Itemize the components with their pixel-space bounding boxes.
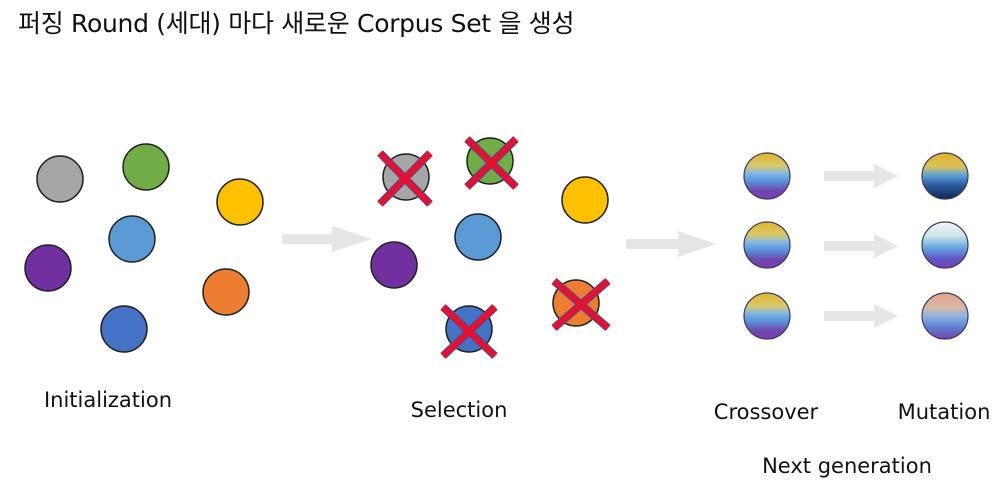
individual-light-blue <box>108 215 156 263</box>
cross-mark-icon <box>377 150 433 207</box>
crossover-offspring <box>743 152 791 340</box>
cross-mark-icon <box>551 277 611 332</box>
individual-purple <box>24 244 72 292</box>
mutant-1 <box>921 152 969 200</box>
offspring-3 <box>743 292 791 340</box>
label-crossover: Crossover <box>713 400 819 424</box>
offspring-2 <box>743 221 791 269</box>
mutant-3 <box>921 292 969 340</box>
individual-gray <box>36 155 84 203</box>
label-selection: Selection <box>410 398 508 422</box>
eliminated-marks <box>377 136 611 359</box>
label-mutation: Mutation <box>897 400 991 424</box>
individual-dark-blue <box>100 305 148 353</box>
individual-purple <box>370 241 418 289</box>
arrow-to-selection <box>282 226 372 252</box>
offspring-1 <box>743 152 791 200</box>
individual-green <box>122 143 170 191</box>
individual-yellow <box>216 178 264 226</box>
cross-mark-icon <box>464 136 519 190</box>
mutated-offspring <box>921 152 969 340</box>
label-initialization: Initialization <box>43 388 173 412</box>
mutant-2 <box>921 221 969 269</box>
label-next-generation: Next generation <box>762 454 932 478</box>
initialization-population <box>24 143 264 353</box>
individual-orange <box>202 268 250 316</box>
arrows-to-mutation <box>824 164 898 328</box>
arrow-to-crossover <box>626 231 716 257</box>
individual-yellow <box>561 176 609 224</box>
cross-mark-icon <box>440 304 498 359</box>
individual-light-blue <box>454 213 502 261</box>
page-title: 퍼징 Round (세대) 마다 새로운 Corpus Set 을 생성 <box>18 9 575 38</box>
